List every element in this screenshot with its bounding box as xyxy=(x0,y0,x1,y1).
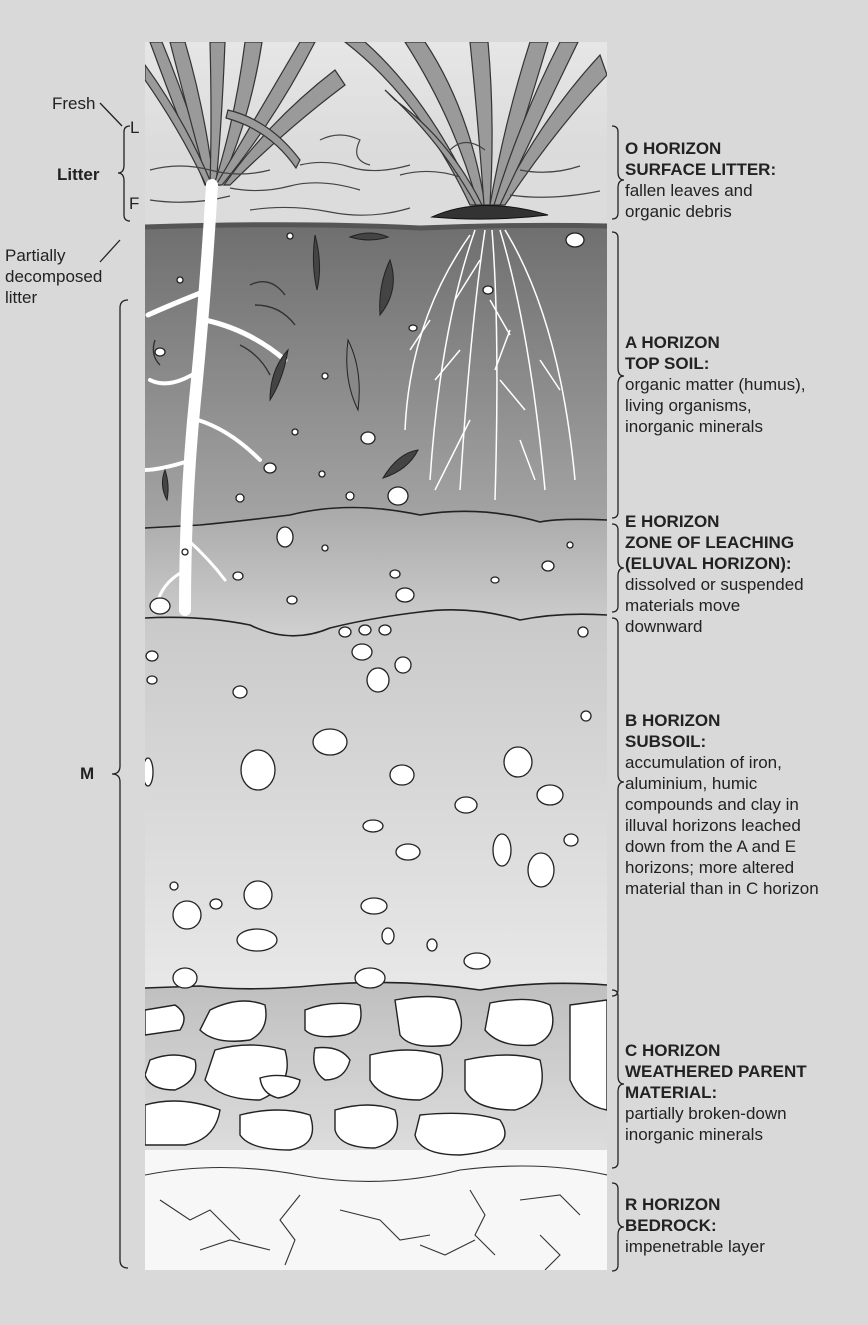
e-horizon-subtitle: ZONE OF LEACHING xyxy=(625,532,804,553)
l-label: L xyxy=(130,117,139,138)
o-horizon-desc-2: organic debris xyxy=(625,201,776,222)
fresh-leader xyxy=(100,103,122,126)
a-horizon-text: A HORIZON TOP SOIL: organic matter (humu… xyxy=(625,332,805,437)
a-horizon-layer xyxy=(145,225,607,528)
left-braces xyxy=(100,103,130,1268)
brace-o xyxy=(612,126,624,219)
b-horizon-desc-2: aluminium, humic xyxy=(625,773,819,794)
e-horizon-title: E HORIZON xyxy=(625,511,804,532)
soil-column xyxy=(143,42,607,1270)
litter-decomposed-label: litter xyxy=(5,287,37,308)
r-horizon-subtitle: BEDROCK: xyxy=(625,1215,765,1236)
b-horizon-text: B HORIZON SUBSOIL: accumulation of iron,… xyxy=(625,710,819,899)
e-horizon-desc-2: materials move xyxy=(625,595,804,616)
brace-r xyxy=(612,1183,624,1271)
b-horizon-desc-1: accumulation of iron, xyxy=(625,752,819,773)
r-horizon-title: R HORIZON xyxy=(625,1194,765,1215)
c-horizon-title: C HORIZON xyxy=(625,1040,807,1061)
b-horizon-title: B HORIZON xyxy=(625,710,819,731)
decomposed-leader xyxy=(100,240,120,262)
c-horizon-desc-2: inorganic minerals xyxy=(625,1124,807,1145)
o-horizon-desc-1: fallen leaves and xyxy=(625,180,776,201)
brace-e xyxy=(612,524,624,612)
e-horizon-text: E HORIZON ZONE OF LEACHING (ELUVAL HORIZ… xyxy=(625,511,804,637)
a-horizon-desc-1: organic matter (humus), xyxy=(625,374,805,395)
e-horizon-desc-1: dissolved or suspended xyxy=(625,574,804,595)
b-horizon-desc-3: compounds and clay in xyxy=(625,794,819,815)
fresh-label: Fresh xyxy=(52,93,95,114)
a-horizon-desc-2: living organisms, xyxy=(625,395,805,416)
m-brace xyxy=(112,300,128,1268)
litter-label: Litter xyxy=(57,164,100,185)
b-horizon-desc-7: material than in C horizon xyxy=(625,878,819,899)
o-horizon-title: O HORIZON xyxy=(625,138,776,159)
b-horizon-layer xyxy=(145,610,607,990)
c-horizon-subtitle-2: MATERIAL: xyxy=(625,1082,807,1103)
c-horizon-subtitle: WEATHERED PARENT xyxy=(625,1061,807,1082)
c-horizon-text: C HORIZON WEATHERED PARENT MATERIAL: par… xyxy=(625,1040,807,1145)
e-horizon-subtitle-2: (ELUVAL HORIZON): xyxy=(625,553,804,574)
b-horizon-desc-5: down from the A and E xyxy=(625,836,819,857)
a-horizon-title: A HORIZON xyxy=(625,332,805,353)
o-horizon-subtitle: SURFACE LITTER: xyxy=(625,159,776,180)
c-horizon-desc-1: partially broken-down xyxy=(625,1103,807,1124)
f-label: F xyxy=(129,193,139,214)
o-horizon-text: O HORIZON SURFACE LITTER: fallen leaves … xyxy=(625,138,776,222)
decomposed-label: decomposed xyxy=(5,266,102,287)
brace-a xyxy=(612,232,624,518)
brace-c xyxy=(612,990,624,1168)
r-horizon-text: R HORIZON BEDROCK: impenetrable layer xyxy=(625,1194,765,1257)
e-horizon-desc-3: downward xyxy=(625,616,804,637)
right-braces xyxy=(612,126,624,1271)
m-label: M xyxy=(80,763,94,784)
partially-label: Partially xyxy=(5,245,65,266)
brace-b xyxy=(612,618,624,996)
b-horizon-subtitle: SUBSOIL: xyxy=(625,731,819,752)
a-horizon-desc-3: inorganic minerals xyxy=(625,416,805,437)
b-horizon-desc-6: horizons; more altered xyxy=(625,857,819,878)
a-horizon-subtitle: TOP SOIL: xyxy=(625,353,805,374)
b-horizon-desc-4: illuval horizons leached xyxy=(625,815,819,836)
r-horizon-desc-1: impenetrable layer xyxy=(625,1236,765,1257)
